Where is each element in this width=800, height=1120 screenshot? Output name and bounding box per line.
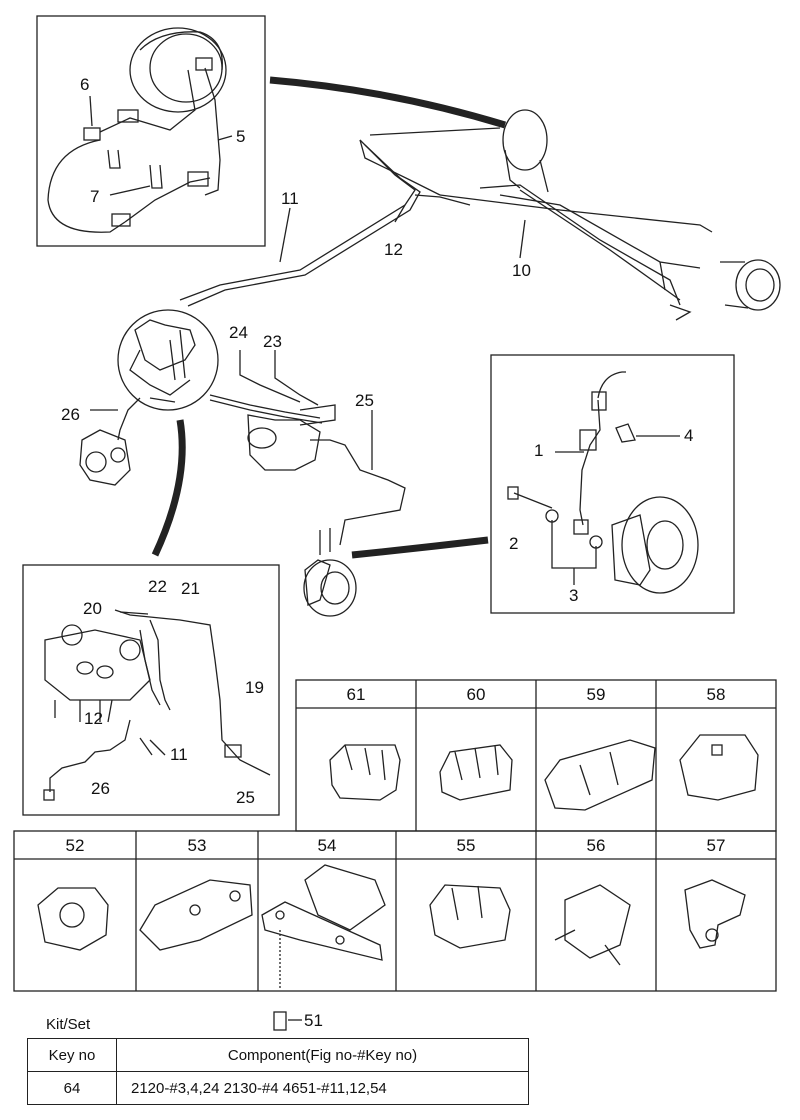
- callout-6: 6: [80, 75, 90, 94]
- callout-26-detail: 26: [91, 779, 110, 798]
- clip-grid-bottom: [13, 830, 777, 992]
- callout-26: 26: [61, 405, 80, 424]
- inset-valve-block-frame: [22, 564, 280, 816]
- callout-11-detail: 11: [170, 745, 188, 764]
- callout-7: 7: [90, 187, 100, 206]
- inset-rear-hose-frame: [36, 15, 266, 247]
- callout-4: 4: [684, 426, 694, 445]
- clip-header-54: 54: [317, 836, 337, 855]
- kit-header-key: Key no: [27, 1038, 117, 1072]
- clip-grid-top: [295, 679, 777, 832]
- clip-header-53: 53: [187, 836, 207, 855]
- callout-10: 10: [512, 261, 531, 280]
- clip-header-60: 60: [466, 685, 486, 704]
- clip-header-57: 57: [706, 836, 726, 855]
- kit-row-key: 64: [27, 1071, 117, 1105]
- kit-row-component: 2120-#3,4,24 2130-#4 4651-#11,12,54: [116, 1071, 529, 1105]
- callout-20: 20: [83, 599, 102, 618]
- clip-header-59: 59: [586, 685, 606, 704]
- clip-header-52: 52: [65, 836, 85, 855]
- callout-12-detail: 12: [84, 709, 103, 728]
- callout-21: 21: [181, 579, 200, 598]
- callout-25-detail: 25: [236, 788, 255, 807]
- kit-set-table: Key no Component(Fig no-#Key no) 64 2120…: [27, 1038, 529, 1105]
- clip-header-55: 55: [456, 836, 476, 855]
- table-row: 64 2120-#3,4,24 2130-#4 4651-#11,12,54: [27, 1071, 529, 1105]
- callout-12: 12: [384, 240, 403, 259]
- callout-5: 5: [236, 127, 246, 146]
- clip-header-61: 61: [346, 685, 366, 704]
- callout-23: 23: [263, 332, 282, 351]
- inset-front-hose-frame: [490, 354, 735, 614]
- callout-19: 19: [245, 678, 264, 697]
- kit-set-label: Kit/Set: [46, 1016, 91, 1033]
- callout-51: 51: [304, 1011, 323, 1030]
- callout-22: 22: [148, 577, 167, 596]
- callout-3: 3: [569, 586, 579, 605]
- callout-11: 11: [281, 189, 299, 208]
- kit-table-header-row: Key no Component(Fig no-#Key no): [27, 1038, 529, 1072]
- clip-header-58: 58: [706, 685, 726, 704]
- kit-header-component: Component(Fig no-#Key no): [116, 1038, 529, 1072]
- callout-1: 1: [534, 441, 544, 460]
- callout-24: 24: [229, 323, 248, 342]
- callout-25: 25: [355, 391, 374, 410]
- callout-2: 2: [509, 534, 519, 553]
- clip-header-56: 56: [586, 836, 606, 855]
